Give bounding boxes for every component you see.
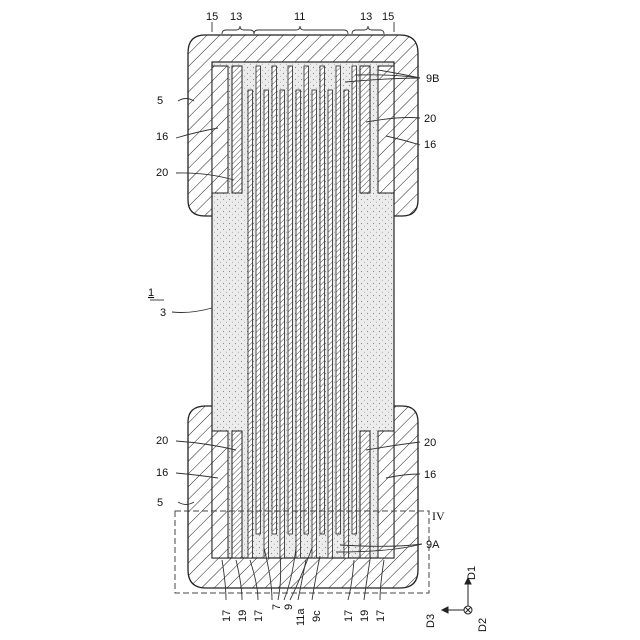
- label-17-a: 17: [221, 610, 233, 622]
- label-15-right: 15: [382, 11, 394, 23]
- internal-electrode-9b: [336, 66, 341, 534]
- label-20-bottom-left: 20: [156, 435, 168, 447]
- label-13-right: 13: [360, 11, 372, 23]
- label-5-bottom: 5: [157, 497, 163, 509]
- internal-electrode-9b: [272, 66, 277, 534]
- electrode-20-top-right: [360, 66, 370, 193]
- label-17-c: 17: [343, 610, 355, 622]
- label-5-top: 5: [157, 95, 163, 107]
- label-20-top-right: 20: [424, 113, 436, 125]
- electrode-16-top-left: [212, 66, 228, 193]
- internal-electrode-9b: [288, 66, 293, 534]
- label-15-left: 15: [206, 11, 218, 23]
- electrode-20-bottom-left: [232, 431, 242, 558]
- label-11a: 11a: [295, 608, 307, 626]
- label-9a: 9A: [426, 539, 440, 551]
- electrode-20-top-left: [232, 66, 242, 193]
- label-7: 7: [271, 604, 283, 610]
- bottom-labels: 17 19 17 7 9 11a 9c 17 19 17: [221, 604, 387, 626]
- internal-electrode-9b: [320, 66, 325, 534]
- internal-electrode-9b: [256, 66, 261, 534]
- internal-electrode-9b: [352, 66, 357, 534]
- label-11: 11: [294, 11, 305, 23]
- internal-electrode-9a: [328, 90, 333, 558]
- direction-d1-label: D1: [466, 566, 478, 580]
- electrode-16-bottom-left: [212, 431, 228, 558]
- internal-electrode-9a: [264, 90, 269, 558]
- label-9: 9: [283, 604, 295, 610]
- internal-electrode-9b: [304, 66, 309, 534]
- label-20-bottom-right: 20: [424, 437, 436, 449]
- direction-d3-label: D3: [425, 614, 437, 628]
- label-3: 3: [160, 307, 166, 319]
- internal-electrode-9a: [296, 90, 301, 558]
- electrode-20-bottom-right: [360, 431, 370, 558]
- label-17-b: 17: [253, 610, 265, 622]
- label-9c: 9c: [311, 610, 323, 622]
- label-16-bottom-left: 16: [156, 467, 168, 479]
- label-16-bottom-right: 16: [424, 469, 436, 481]
- internal-electrode-9a: [312, 90, 317, 558]
- internal-electrode-9a: [344, 90, 349, 558]
- label-iv: IV: [432, 509, 445, 523]
- label-19-a: 19: [237, 610, 249, 622]
- electrode-16-top-right: [378, 66, 394, 193]
- label-19-b: 19: [359, 610, 371, 622]
- label-9b: 9B: [426, 73, 439, 85]
- label-13-left: 13: [230, 11, 242, 23]
- direction-d2-label: D2: [477, 618, 489, 632]
- internal-electrode-9a: [280, 90, 285, 558]
- electrode-16-bottom-right: [378, 431, 394, 558]
- label-1: 1: [148, 287, 154, 299]
- direction-indicator: [442, 578, 472, 614]
- top-brackets: [212, 22, 394, 34]
- label-16-top-left: 16: [156, 131, 168, 143]
- label-16-top-right: 16: [424, 139, 436, 151]
- label-17-d: 17: [375, 610, 387, 622]
- internal-electrode-9a: [248, 90, 253, 558]
- label-20-top-left: 20: [156, 167, 168, 179]
